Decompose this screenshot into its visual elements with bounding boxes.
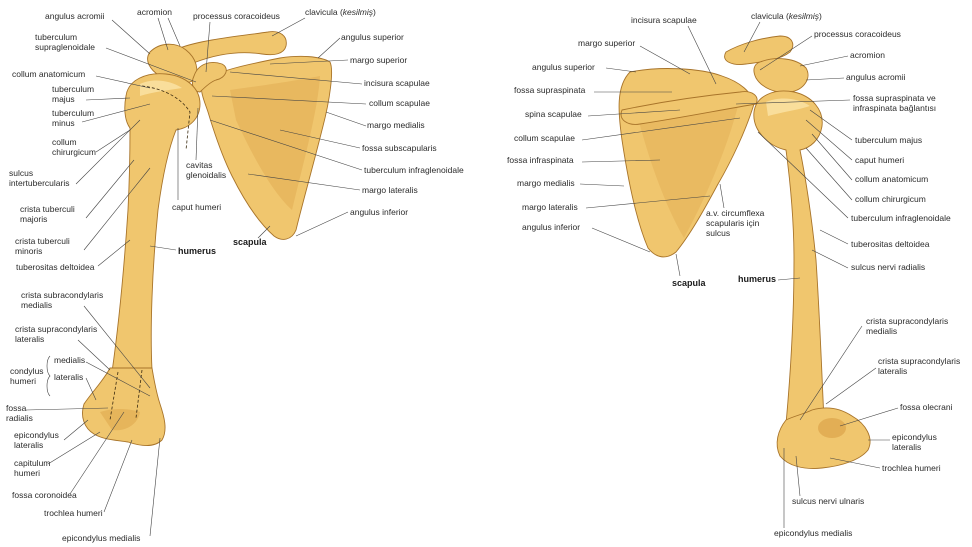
label-epicondylus-lateralis-2-p: lateralis: [892, 442, 921, 452]
label-tuberculum-minus-1-a: tuberculum: [52, 108, 94, 118]
label-spina-scapulae-p: spina scapulae: [525, 109, 582, 119]
label-fossa-subscapularis-a: fossa subscapularis: [362, 143, 437, 153]
label-collum-chirurgicum-2-a: chirurgicum: [52, 147, 96, 157]
label-av-2-p: scapularis için: [706, 218, 760, 228]
label-acromion-p: acromion: [850, 50, 885, 60]
label-tuberculum-supraglenoidale-1-a: tuberculum: [35, 32, 77, 42]
anterior-bones: [82, 32, 331, 446]
clavicle-anterior: [178, 32, 286, 64]
label-epicondylus-lateralis-1-p: epicondylus: [892, 432, 937, 442]
label-tuberculum-majus-p: tuberculum majus: [855, 135, 922, 145]
humeral-head-anterior: [112, 74, 200, 372]
label-collum-scapulae-p: collum scapulae: [514, 133, 575, 143]
label-cavitas-glenoidalis-1-a: cavitas: [186, 160, 212, 170]
label-medialis-a: medialis: [54, 355, 85, 365]
label-crista-tuberculi-minoris-1-a: crista tuberculi: [15, 236, 70, 246]
label-cavitas-glenoidalis-2-a: glenoidalis: [186, 170, 226, 180]
label-tuberculum-minus-2-a: minus: [52, 118, 75, 128]
label-av-3-p: sulcus: [706, 228, 730, 238]
label-acromion-a: acromion: [137, 7, 172, 17]
label-sulcus-nervi-radialis-p: sulcus nervi radialis: [851, 262, 925, 272]
label-fossa-supra-infra-1-p: fossa supraspinata ve: [853, 93, 936, 103]
label-incisura-scapulae-a: incisura scapulae: [364, 78, 430, 88]
label-epicondylus-medialis-p: epicondylus medialis: [774, 528, 852, 538]
label-fossa-coronoidea-a: fossa coronoidea: [12, 490, 77, 500]
label-tuberositas-deltoidea-p: tuberositas deltoidea: [851, 239, 930, 249]
label-crista-subracondylaris-2-a: medialis: [21, 300, 52, 310]
label-incisura-scapulae-p: incisura scapulae: [631, 15, 697, 25]
label-caput-humeri-p: caput humeri: [855, 155, 904, 165]
label-capitulum-humeri-1-a: capitulum: [14, 458, 50, 468]
label-epicondylus-medialis-a: epicondylus medialis: [62, 533, 140, 543]
label-tuberculum-majus-2-a: majus: [52, 94, 75, 104]
label-fossa-infraspinata-p: fossa infraspinata: [507, 155, 574, 165]
label-crista-supracondylaris-medialis-1-p: crista supracondylaris: [866, 316, 948, 326]
label-epicondylus-lateralis-1-a: epicondylus: [14, 430, 59, 440]
label-sulcus-intertubercularis-2-a: intertubercularis: [9, 178, 69, 188]
label-collum-anatomicum-a: collum anatomicum: [12, 69, 85, 79]
label-fossa-radialis-1-a: fossa: [6, 403, 27, 413]
label-humerus-p: humerus: [738, 274, 776, 284]
humeral-distal-anterior: [82, 368, 165, 446]
label-angulus-superior-a: angulus superior: [341, 32, 404, 42]
label-angulus-inferior-a: angulus inferior: [350, 207, 408, 217]
label-sulcus-nervi-ulnaris-p: sulcus nervi ulnaris: [792, 496, 864, 506]
label-crista-tuberculi-minoris-2-a: minoris: [15, 246, 42, 256]
label-crista-supracondylaris-lateralis-1-p: crista supracondylaris: [878, 356, 960, 366]
label-scapula-a: scapula: [233, 237, 268, 247]
label-crista-supracondylaris-medialis-2-p: medialis: [866, 326, 897, 336]
label-margo-superior-p: margo superior: [578, 38, 635, 48]
label-tuberositas-deltoidea-a: tuberositas deltoidea: [16, 262, 95, 272]
olecranon-fossa-shape: [818, 418, 846, 438]
label-margo-lateralis-p: margo lateralis: [522, 202, 578, 212]
label-angulus-acromii-p: angulus acromii: [846, 72, 906, 82]
label-angulus-acromii-a: angulus acromii: [45, 11, 105, 21]
label-crista-tuberculi-majoris-2-a: majoris: [20, 214, 47, 224]
label-processus-coracoideus-a: processus coracoideus: [193, 11, 280, 21]
label-capitulum-humeri-2-a: humeri: [14, 468, 40, 478]
label-tuberculum-supraglenoidale-2-a: supraglenoidale: [35, 42, 95, 52]
label-processus-coracoideus-p: processus coracoideus: [814, 29, 901, 39]
label-margo-medialis-a: margo medialis: [367, 120, 425, 130]
label-lateralis-a: lateralis: [54, 372, 83, 382]
label-angulus-inferior-p: angulus inferior: [522, 222, 580, 232]
label-sulcus-intertubercularis-1-a: sulcus: [9, 168, 33, 178]
acromion-posterior: [754, 59, 808, 93]
label-clavicula-a: clavicula (kesilmiş): [305, 7, 376, 17]
label-tuberculum-infraglenoidale-a: tuberculum infraglenoidale: [364, 165, 464, 175]
label-crista-supracondylaris-lateralis-2-p: lateralis: [878, 366, 907, 376]
label-humerus-a: humerus: [178, 246, 216, 256]
label-fossa-supraspinata-p: fossa supraspinata: [514, 85, 586, 95]
label-collum-anatomicum-p: collum anatomicum: [855, 174, 928, 184]
label-collum-scapulae-a: collum scapulae: [369, 98, 430, 108]
label-margo-superior-a: margo superior: [350, 55, 407, 65]
label-angulus-superior-p: angulus superior: [532, 62, 595, 72]
label-crista-supracondylaris-1-a: crista supracondylaris: [15, 324, 97, 334]
label-crista-supracondylaris-2-a: lateralis: [15, 334, 44, 344]
label-trochlea-humeri-a: trochlea humeri: [44, 508, 103, 518]
label-trochlea-humeri-p: trochlea humeri: [882, 463, 941, 473]
label-condylus-1-a: condylus: [10, 366, 44, 376]
label-fossa-radialis-2-a: radialis: [6, 413, 33, 423]
label-collum-chirurgicum-1-a: collum: [52, 137, 77, 147]
label-tuberculum-infraglenoidale-p: tuberculum infraglenoidale: [851, 213, 951, 223]
label-crista-tuberculi-majoris-1-a: crista tuberculi: [20, 204, 75, 214]
label-epicondylus-lateralis-2-a: lateralis: [14, 440, 43, 450]
label-scapula-p: scapula: [672, 278, 707, 288]
label-collum-chirurgicum-p: collum chirurgicum: [855, 194, 926, 204]
label-fossa-olecrani-p: fossa olecrani: [900, 402, 953, 412]
humeral-head-posterior: [754, 91, 824, 424]
label-caput-humeri-a: caput humeri: [172, 202, 221, 212]
label-tuberculum-majus-1-a: tuberculum: [52, 84, 94, 94]
label-fossa-supra-infra-2-p: infraspinata bağlantısı: [853, 103, 936, 113]
label-crista-subracondylaris-1-a: crista subracondylaris: [21, 290, 103, 300]
label-condylus-2-a: humeri: [10, 376, 36, 386]
label-clavicula-p: clavicula (kesilmiş): [751, 11, 822, 21]
label-margo-medialis-p: margo medialis: [517, 178, 575, 188]
label-margo-lateralis-a: margo lateralis: [362, 185, 418, 195]
label-av-1-p: a.v. circumflexa: [706, 208, 765, 218]
